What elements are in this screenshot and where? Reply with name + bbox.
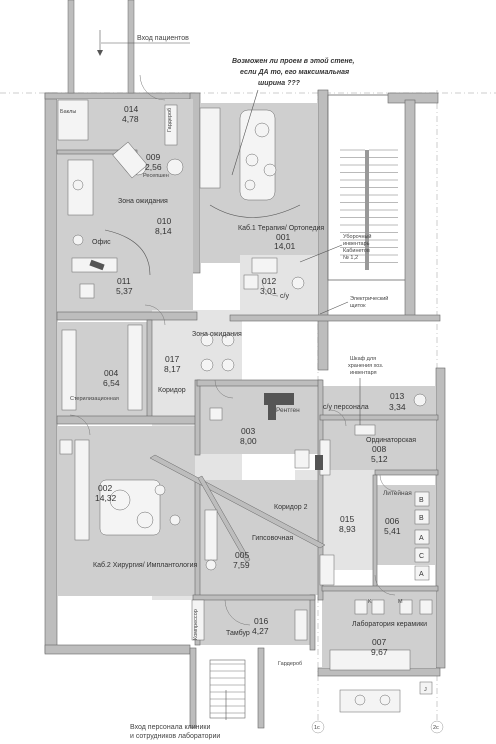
staircase — [327, 92, 439, 321]
room-011-area: 5,37 — [116, 286, 133, 296]
room-009-area: 2,56 — [145, 162, 162, 172]
room-015-area: 8,93 — [339, 524, 356, 534]
cabinet-letter-3: A — [419, 535, 424, 542]
room-006-number: 006 — [385, 516, 399, 526]
patient-entrance-label: Вход пациентов — [137, 35, 189, 42]
room-010-name: Зона ожидания — [118, 198, 168, 205]
room-016-area: 4,27 — [252, 626, 269, 636]
room-007-name: Лаборатория керамики — [352, 620, 427, 628]
cleaning-note-1: Уборочный — [343, 233, 372, 240]
doors — [69, 74, 397, 626]
cabinet-letter-1: B — [419, 497, 424, 504]
cabinet-note-3: инвентаря — [350, 370, 377, 376]
room-014-number: 014 — [124, 104, 138, 114]
toilets-label: Баклы — [60, 109, 76, 115]
room-012-number: 012 — [262, 276, 276, 286]
room-005-area: 7,59 — [233, 560, 250, 570]
cabinet-letter-4: C — [419, 553, 424, 560]
electrical-note-2: щиток — [350, 303, 366, 309]
vertical-labels: Гардероб Компрессор — [167, 108, 199, 640]
room-012-name: с/у — [280, 293, 289, 300]
room-009-number: 009 — [146, 152, 160, 162]
room-011-number: 011 — [117, 276, 131, 286]
room-004-number: 004 — [104, 368, 118, 378]
room-013-name: с/у персонала — [323, 404, 369, 411]
room-002-area: 14,32 — [95, 493, 117, 503]
staff-entrance-label-line1: Вход персонала клиники — [130, 724, 210, 731]
room-004-area: 6,54 — [103, 378, 120, 388]
reception-label: Ресепшен — [143, 173, 169, 179]
side-notes: Баклы Ресепшен Стерилизационная Рентген … — [60, 109, 412, 667]
room-008-area: 5,12 — [371, 454, 388, 464]
room-007-number: 007 — [372, 637, 386, 647]
question-line-3: ширина ??? — [258, 80, 301, 87]
compressor-label: Компрессор — [193, 609, 199, 640]
room-003-number: 003 — [241, 426, 255, 436]
question-line-1: Возможен ли проем в этой стене, — [232, 57, 355, 65]
cabinet-note-2: хранения хоз. — [348, 363, 384, 369]
electrical-note-1: Электрический — [350, 295, 388, 302]
staff-entrance-label-line2: и сотрудников лаборатории — [130, 732, 220, 740]
axis-label-2: 2c — [433, 725, 439, 731]
room-017-number: 017 — [165, 354, 179, 364]
room-005-name: Гипсовочная — [252, 535, 293, 542]
wardrobe-top-label: Гардероб — [167, 108, 173, 132]
room-017-corridor: Коридор — [158, 387, 186, 394]
room-015-number: 015 — [340, 514, 354, 524]
cabinet-letter-5: A — [419, 571, 424, 578]
xray-label: Рентген — [276, 407, 300, 414]
room-001-area: 14,01 — [274, 241, 296, 251]
room-011-name: Офис — [92, 239, 111, 246]
room-017-name: Зона ожидания — [192, 331, 242, 338]
patient-entrance-passage — [67, 0, 135, 94]
room-labels: 014 4,78 009 2,56 Зона ожидания 010 8,14… — [92, 104, 427, 657]
room-001-number: 001 — [276, 232, 290, 242]
interior-walls — [56, 149, 441, 651]
room-008-name: Ординаторская — [366, 437, 416, 444]
room-015-name: Коридор 2 — [274, 504, 308, 511]
room-016-number: 016 — [254, 616, 268, 626]
room-005-number: 005 — [235, 550, 249, 560]
room-010-area: 8,14 — [155, 226, 172, 236]
sterilization-label: Стерилизационная — [70, 396, 119, 402]
cabinet-letter-2: B — [419, 515, 424, 522]
room-010-number: 010 — [157, 216, 171, 226]
room-016-name: Тамбур — [226, 629, 250, 637]
room-001-name: Каб.1 Терапия/ Ортопедия — [238, 224, 324, 232]
axis-markers: 1c 2c — [311, 720, 444, 734]
diagonal-walls — [149, 454, 326, 563]
room-017-area: 8,17 — [164, 364, 181, 374]
lab-letter-k: K — [368, 599, 372, 605]
room-007-area: 9,67 — [371, 647, 388, 657]
room-006-area: 5,41 — [384, 526, 401, 536]
room-013-area: 3,34 — [389, 402, 406, 412]
cleaning-note-2: инвентарь — [343, 241, 370, 247]
room-003-area: 8,00 — [240, 436, 257, 446]
question-line-2: если ДА то, его максимальная — [240, 69, 349, 76]
letter-boxes: B B A C A K M J — [368, 491, 433, 695]
cleaning-note-3: Кабинетов — [343, 248, 370, 254]
furniture — [57, 99, 433, 713]
room-008-number: 008 — [372, 444, 386, 454]
axis-label-1: 1c — [314, 725, 320, 731]
cleaning-note-4: № 1,2 — [343, 255, 358, 261]
room-002-number: 002 — [98, 483, 112, 493]
room-013-number: 013 — [390, 391, 404, 401]
lab-letter-m: M — [398, 599, 403, 605]
cabinet-note-1: Шкаф для — [350, 356, 376, 362]
room-014-area: 4,78 — [122, 114, 139, 124]
room-002-name: Каб.2 Хирургия/ Имплантология — [93, 561, 197, 569]
room-012-area: 3,01 — [260, 286, 277, 296]
staff-entrance-stairs — [189, 647, 265, 729]
lab-letter-j: J — [424, 687, 427, 693]
casting-label: Литейная — [383, 489, 412, 497]
wardrobe-bottom-label: Гардероб — [278, 661, 302, 667]
